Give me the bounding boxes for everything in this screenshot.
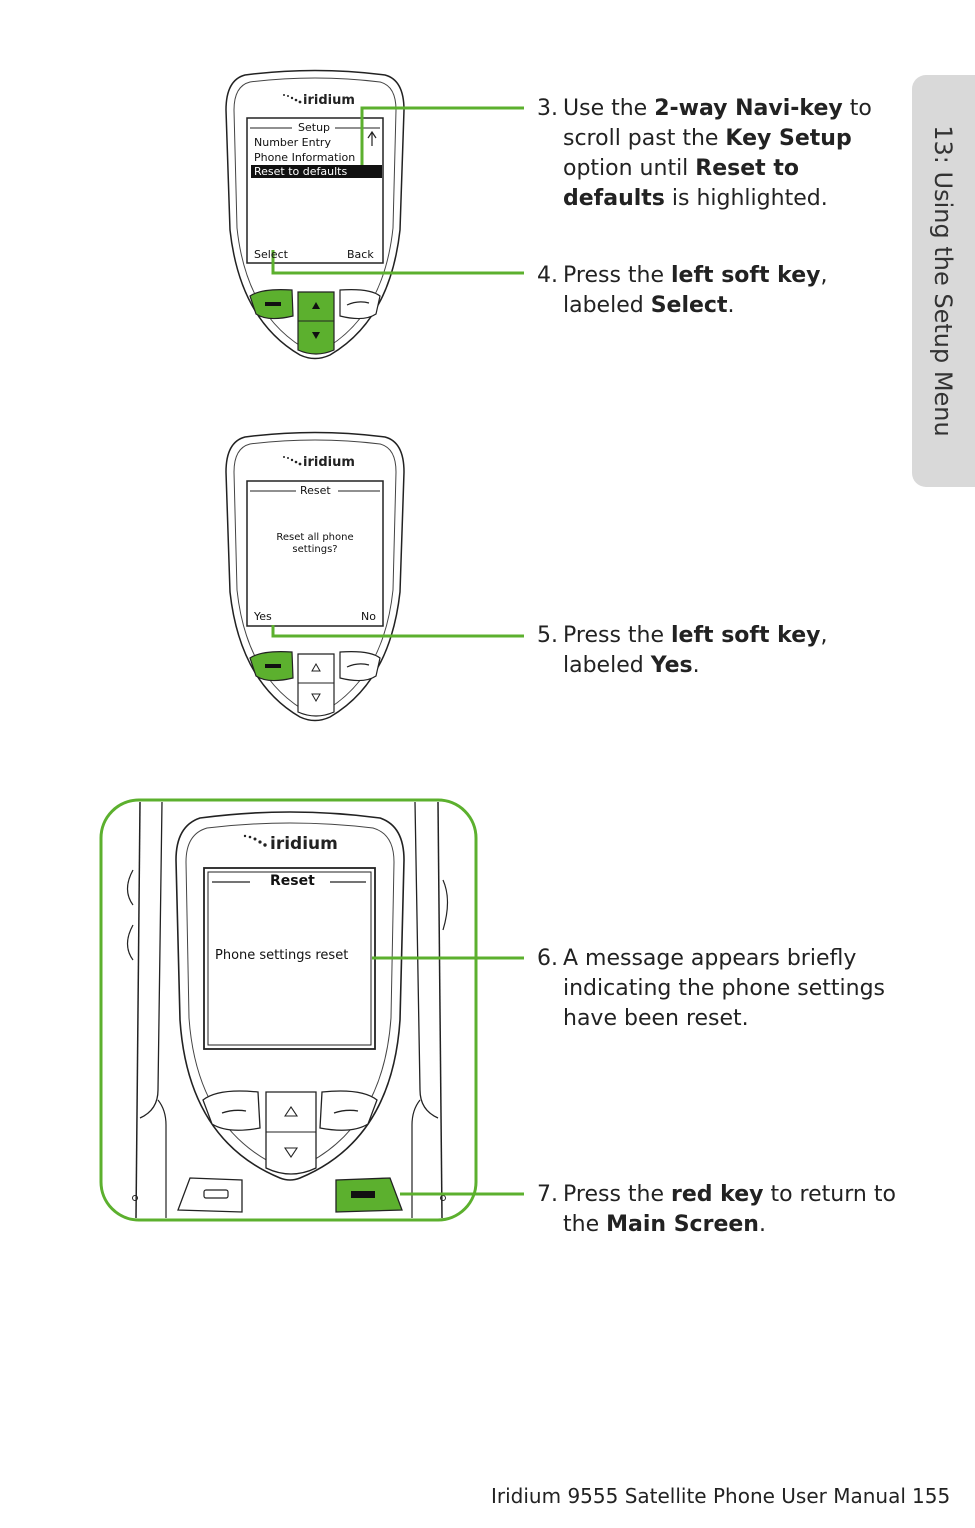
step-line: Use the 2-way Navi-key to [563, 96, 872, 121]
soft-label-left-2: Yes [254, 610, 272, 623]
phone-1-illustration [225, 69, 405, 360]
chapter-tab [912, 75, 975, 487]
step-line: A message appears briefly [563, 946, 857, 971]
menu-item-number-entry: Number Entry [254, 136, 331, 149]
step-line: Press the left soft key, [563, 623, 828, 648]
brand-logo-1: iridium [303, 93, 355, 108]
menu-item-phone-information: Phone Information [254, 151, 356, 164]
screen-title-3: Reset [270, 873, 315, 889]
screen-title-1: Setup [298, 121, 331, 134]
step-line: option until Reset to [563, 156, 799, 181]
screen-message-line2: settings? [292, 544, 338, 555]
brand-logo-2: iridium [303, 455, 355, 470]
screen-title-2: Reset [300, 484, 331, 497]
footer-manual-title: Iridium 9555 Satellite Phone User Manual [491, 1484, 906, 1508]
menu-item-reset-to-defaults: Reset to defaults [254, 165, 348, 178]
soft-label-left-1: Select [254, 248, 288, 261]
step-line: defaults is highlighted. [563, 186, 828, 211]
soft-label-right-2: No [361, 610, 376, 623]
soft-label-right-1: Back [347, 248, 374, 261]
step-line: indicating the phone settings [563, 976, 886, 1001]
step-number: 7. [537, 1182, 558, 1207]
step-7: 7.Press the red key to return to the Mai… [537, 1180, 896, 1240]
step-line: have been reset. [563, 1006, 749, 1031]
step-line: scroll past the Key Setup [563, 126, 852, 151]
step-number: 6. [537, 946, 558, 971]
highlight-bar [251, 165, 382, 178]
footer-page-number: 155 [912, 1484, 951, 1508]
step-5: 5.Press the left soft key, labeled Yes. [537, 621, 827, 681]
step-number: 4. [537, 263, 558, 288]
step-line: the Main Screen. [563, 1212, 766, 1237]
phone-2-illustration [225, 431, 405, 722]
step-line: labeled Yes. [563, 653, 700, 678]
step-3: 3.Use the 2-way Navi-key to scroll past … [537, 94, 872, 214]
step-line: Press the left soft key, [563, 263, 828, 288]
step-line: labeled Select. [563, 293, 735, 318]
step-6: 6.A message appears briefly indicating t… [537, 944, 885, 1034]
navi-key-1 [297, 291, 335, 355]
callout-lines [271, 106, 524, 1196]
brand-logo-3: iridium [270, 834, 338, 854]
step-4: 4.Press the left soft key, labeled Selec… [537, 261, 827, 321]
screen-message-line1: Reset all phone [276, 532, 354, 543]
screen-message-3: Phone settings reset [215, 948, 349, 963]
step-number: 5. [537, 623, 558, 648]
phone-3-illustration [99, 798, 478, 1222]
step-number: 3. [537, 96, 558, 121]
step-line: Press the red key to return to [563, 1182, 896, 1207]
